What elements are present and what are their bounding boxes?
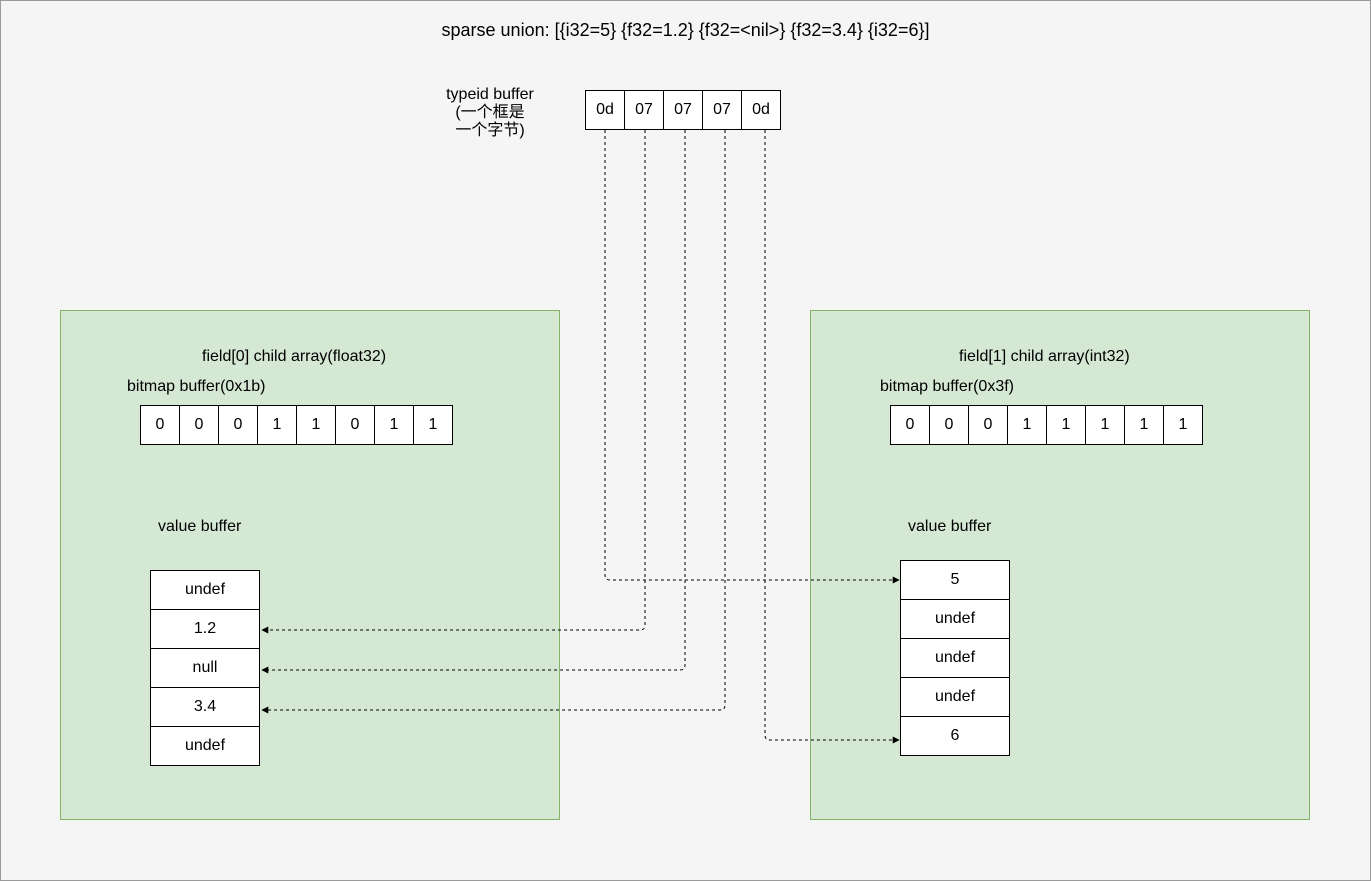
arrow-byte1-to-float-1-2 xyxy=(261,130,646,634)
value-cell: 1.2 xyxy=(150,609,260,649)
field1-title: field[1] child array(int32) xyxy=(959,348,1130,365)
typeid-byte: 07 xyxy=(702,90,742,130)
value-cell: 6 xyxy=(900,716,1010,756)
field0-child-array-panel: field[0] child array(float32) bitmap buf… xyxy=(60,310,560,820)
bitmap-bit: 1 xyxy=(413,405,453,445)
bitmap-bit: 0 xyxy=(968,405,1008,445)
bitmap-bit: 0 xyxy=(335,405,375,445)
typeid-label-line-3: 一个字节) xyxy=(455,122,525,139)
field1-bitmap-label: bitmap buffer(0x3f) xyxy=(880,378,1014,395)
arrow-byte4-to-int-6 xyxy=(764,130,900,744)
typeid-byte: 0d xyxy=(585,90,625,130)
field1-value-buffer: 5 undef undef undef 6 xyxy=(900,560,1010,756)
typeid-byte: 07 xyxy=(663,90,703,130)
bitmap-bit: 1 xyxy=(296,405,336,445)
value-cell: undef xyxy=(150,726,260,766)
value-cell: undef xyxy=(150,570,260,610)
arrow-byte3-to-float-3-4 xyxy=(261,130,726,714)
typeid-label-line-2: (一个框是 xyxy=(455,104,525,121)
field0-bitmap-buffer: 0 0 0 1 1 0 1 1 xyxy=(140,405,453,445)
bitmap-bit: 1 xyxy=(257,405,297,445)
typeid-buffer-label: typeid buffer (一个框是 一个字节) xyxy=(430,86,550,140)
diagram-title: sparse union: [{i32=5} {f32=1.2} {f32=<n… xyxy=(441,20,930,40)
typeid-byte: 07 xyxy=(624,90,664,130)
field0-value-buffer: undef 1.2 null 3.4 undef xyxy=(150,570,260,766)
field1-value-label: value buffer xyxy=(908,518,992,535)
bitmap-bit: 1 xyxy=(1007,405,1047,445)
bitmap-bit: 0 xyxy=(929,405,969,445)
value-cell: undef xyxy=(900,677,1010,717)
bitmap-bit: 1 xyxy=(1124,405,1164,445)
bitmap-bit: 1 xyxy=(374,405,414,445)
bitmap-bit: 0 xyxy=(218,405,258,445)
field0-bitmap-label: bitmap buffer(0x1b) xyxy=(127,378,266,395)
typeid-byte: 0d xyxy=(741,90,781,130)
bitmap-bit: 0 xyxy=(179,405,219,445)
bitmap-bit: 1 xyxy=(1163,405,1203,445)
field1-child-array-panel: field[1] child array(int32) bitmap buffe… xyxy=(810,310,1310,820)
field0-value-label: value buffer xyxy=(158,518,242,535)
arrow-byte2-to-float-null xyxy=(261,130,686,674)
bitmap-bit: 0 xyxy=(890,405,930,445)
typeid-label-line-1: typeid buffer xyxy=(446,86,534,103)
field1-bitmap-buffer: 0 0 0 1 1 1 1 1 xyxy=(890,405,1203,445)
typeid-buffer: 0d 07 07 07 0d xyxy=(585,90,781,130)
bitmap-bit: 1 xyxy=(1046,405,1086,445)
arrow-byte0-to-int-5 xyxy=(604,130,900,584)
value-cell: null xyxy=(150,648,260,688)
field0-title: field[0] child array(float32) xyxy=(202,348,387,365)
bitmap-bit: 1 xyxy=(1085,405,1125,445)
value-cell: undef xyxy=(900,638,1010,678)
